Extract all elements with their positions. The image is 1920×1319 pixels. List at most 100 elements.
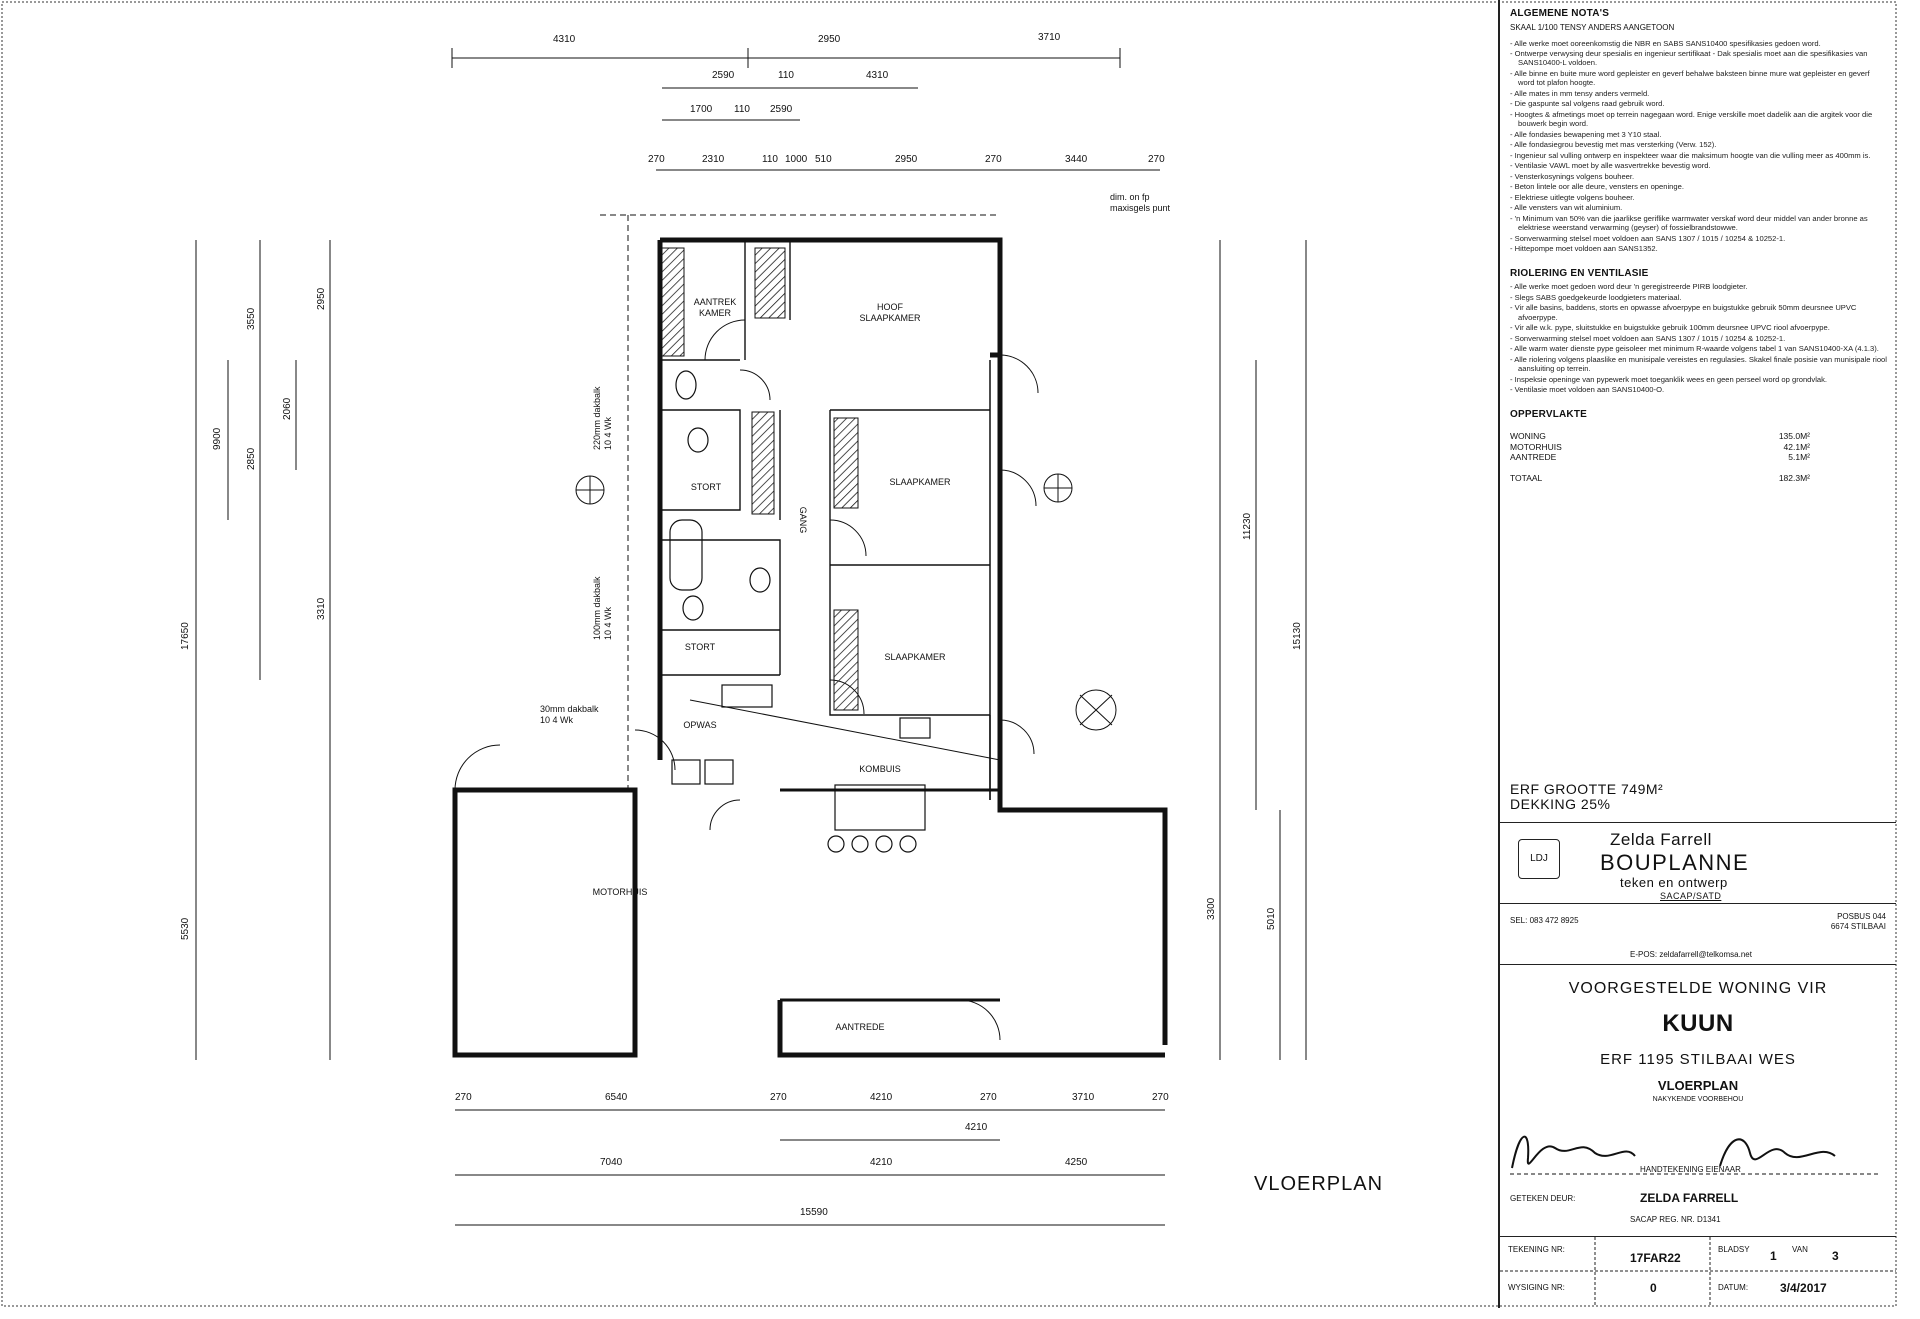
dim-top-r4-2: 110 — [762, 154, 778, 165]
note-item: Alle vensters van wit aluminium. — [1510, 203, 1888, 212]
stove-icon — [899, 717, 931, 739]
dim-bot-r4-0: 15590 — [800, 1207, 828, 1218]
room-slaap1: SLAAPKAMER — [889, 477, 951, 487]
dim-bot-r1-6: 270 — [1152, 1092, 1169, 1103]
notes-heading-drainage: RIOLERING EN VENTILASIE — [1510, 267, 1649, 279]
note-item: Alle mates in mm tensy anders vermeld. — [1510, 89, 1888, 98]
date-value: 3/4/2017 — [1780, 1281, 1827, 1295]
email: E-POS: zeldafarrell@telkomsa.net — [1630, 950, 1752, 959]
drawing-name: VLOERPLAN — [1657, 1077, 1739, 1093]
drawing-sub: NAKYKENDE VOORBEHOU — [1652, 1096, 1744, 1103]
dim-top-r3-1: 110 — [734, 104, 750, 115]
sheet-of: 3 — [1832, 1249, 1839, 1263]
signature-area: HANDTEKENING EIENAAR — [1510, 1135, 1880, 1175]
room-opwas: OPWAS — [683, 720, 716, 730]
kitchen-island — [834, 784, 926, 831]
dim-top-r1-2: 3710 — [1038, 32, 1061, 43]
note-item: Sonverwarming stelsel moet voldoen aan S… — [1510, 234, 1888, 243]
dim-top-r1-1: 2950 — [818, 34, 841, 45]
door-swings — [454, 319, 1039, 1041]
note-item: Alle fondasiegrou bevestig met mas verst… — [1510, 140, 1888, 149]
notes-heading-general: ALGEMENE NOTA'S — [1510, 8, 1610, 19]
notes-scale: SKAAL 1/100 TENSY ANDERS AANGETOON — [1510, 22, 1675, 32]
dim-bot-r1-1: 6540 — [605, 1092, 628, 1103]
washer-icon — [671, 759, 701, 785]
dim-left-overall: 17650 — [180, 622, 191, 650]
dim-top-r4-5: 2950 — [895, 154, 918, 165]
sheet-of-label: VAN — [1792, 1245, 1808, 1254]
note-item: Alle werke moet gedoen word deur 'n gere… — [1510, 282, 1888, 291]
note-item: Slegs SABS goedgekeurde loodgieters mate… — [1510, 293, 1888, 302]
note-item: 'n Minimum van 50% van die jaarlikse ger… — [1510, 214, 1888, 233]
dim-left-mid: 9900 — [212, 427, 223, 450]
project-info: VOORGESTELDE WONING VIR KUUN ERF 1195 ST… — [1500, 964, 1896, 1105]
wall-notes: 220mm dakbalk10 4 Wk 100mm dakbalk10 4 W… — [540, 192, 1171, 725]
dim-left-s3: 2060 — [282, 397, 293, 420]
note-item: Inspeksie openinge van pypewerk moet toe… — [1510, 375, 1888, 384]
dim-right-b: 3300 — [1206, 897, 1217, 920]
dim-bot-r3-2: 4250 — [1065, 1157, 1088, 1168]
rev-value: 0 — [1650, 1281, 1657, 1295]
dim-left-s4: 3310 — [316, 597, 327, 620]
company-branding: LDJ Zelda Farrell BOUPLANNE teken en ont… — [1500, 822, 1896, 904]
dim-top-r4-0: 270 — [648, 154, 665, 165]
room-slaap2: SLAAPKAMER — [884, 652, 946, 662]
drawn-by-value: ZELDA FARRELL — [1640, 1191, 1739, 1205]
company-logo-icon: LDJ — [1518, 839, 1560, 879]
walls — [452, 237, 1168, 1058]
room-stort1: STORT — [691, 482, 722, 492]
note-wall2: 100mm dakbalk10 4 Wk — [592, 576, 613, 640]
note-wall1: 220mm dakbalk10 4 Wk — [592, 386, 613, 450]
sink-icon — [721, 684, 773, 708]
dim-bot-r2-0: 4210 — [965, 1122, 988, 1133]
dim-top-r3-2: 2590 — [770, 104, 793, 115]
project-heading: VOORGESTELDE WONING VIR — [1568, 980, 1828, 997]
note-item: Ontwerpe verwysing deur spesialis en ing… — [1510, 49, 1888, 68]
room-gang: GANG — [798, 507, 808, 534]
dim-left-s2: 2850 — [246, 447, 257, 470]
drawing-meta: TEKENING NR: 17FAR22 BLADSY 1 VAN 3 WYSI… — [1500, 1236, 1896, 1305]
note-item: Vensterkosynings volgens bouheer. — [1510, 172, 1888, 181]
brand-name: Zelda Farrell — [1610, 830, 1712, 849]
basin-icon-2 — [749, 567, 771, 593]
wc-icon-2 — [682, 595, 704, 621]
signature-caption: HANDTEKENING EIENAAR — [1640, 1165, 1741, 1174]
dryer-icon — [704, 759, 734, 785]
note-item: Ventilasie moet voldoen aan SANS10400-O. — [1510, 385, 1888, 394]
dim-top-r4-6: 270 — [985, 154, 1002, 165]
hatched-walls — [659, 247, 859, 711]
stool-icon — [827, 835, 845, 853]
dim-bot-r1-3: 4210 — [870, 1092, 893, 1103]
stool-icon — [875, 835, 893, 853]
note-item: Elektriese uitlegte volgens bouheer. — [1510, 193, 1888, 202]
dim-bot-r1-5: 3710 — [1072, 1092, 1095, 1103]
sheet-label: BLADSY — [1718, 1245, 1750, 1254]
notes-drainage-list: Alle werke moet gedoen word deur 'n gere… — [1510, 282, 1888, 394]
note-item: Vir alle w.k. pype, sluitstukke en buigs… — [1510, 323, 1888, 332]
title-block: ALGEMENE NOTA'S SKAAL 1/100 TENSY ANDERS… — [1498, 0, 1896, 1308]
note-item: Sonverwarming stelsel moet voldoen aan S… — [1510, 334, 1888, 343]
drawn-by-label: GETEKEN DEUR: — [1510, 1194, 1576, 1203]
dim-bot-r3-1: 4210 — [870, 1157, 893, 1168]
dim-left-s5: 2950 — [316, 287, 327, 310]
bath-icon — [669, 519, 703, 591]
roof-line — [600, 214, 1000, 790]
signature-mark-2 — [1719, 1138, 1836, 1167]
compass-icon — [575, 473, 1117, 731]
stool-icon — [851, 835, 869, 853]
note-item: Alle werke moet ooreenkomstig die NBR en… — [1510, 39, 1888, 48]
dim-top-r1-0: 4310 — [553, 34, 576, 45]
dim-top-r2-0: 2590 — [712, 70, 735, 81]
dim-right-overall: 15130 — [1292, 622, 1303, 650]
section-line — [689, 699, 1001, 761]
dim-right-c: 5010 — [1266, 907, 1277, 930]
